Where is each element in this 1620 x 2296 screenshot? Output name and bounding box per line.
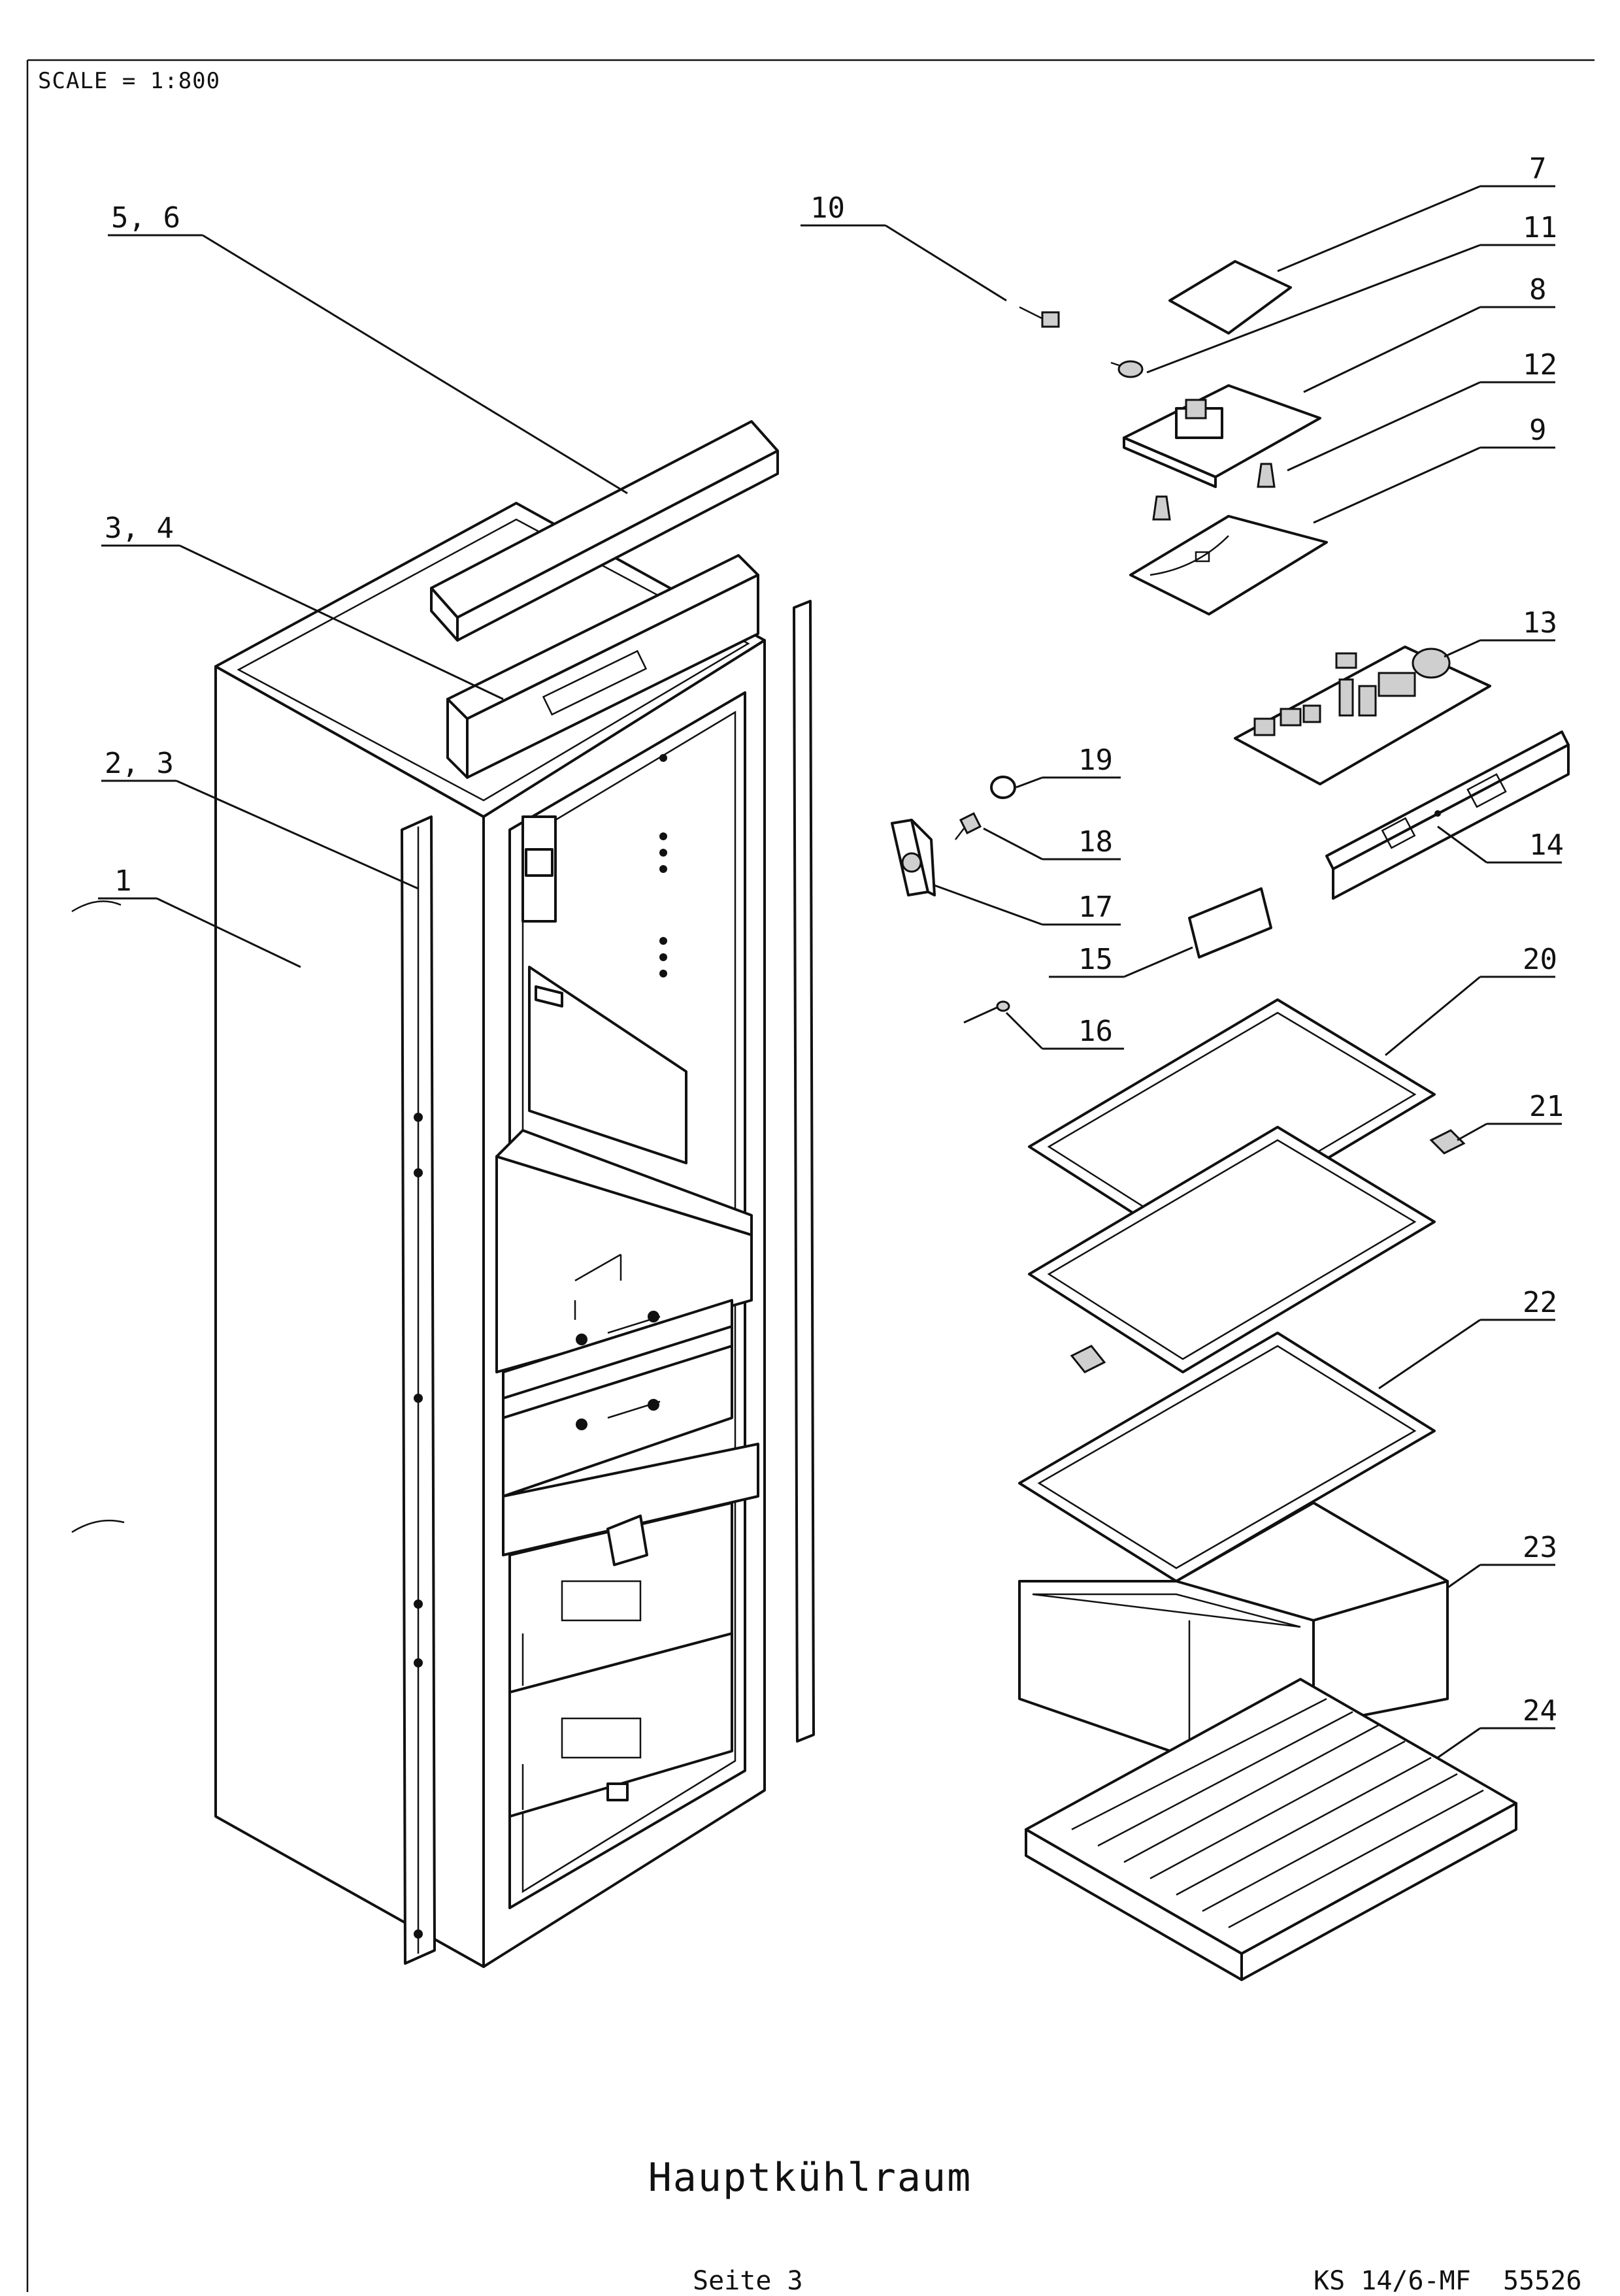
shelf-clip-21 bbox=[1070, 1129, 1466, 1373]
leader-lines bbox=[98, 185, 1562, 1759]
footer-model: KS 14/6-MF bbox=[1314, 2266, 1471, 2296]
callout-22: 22 bbox=[1523, 1286, 1557, 1319]
cabinet-body bbox=[214, 502, 766, 1968]
callout-19: 19 bbox=[1078, 744, 1113, 777]
callout-2-3: 2, 3 bbox=[105, 747, 174, 780]
callout-8: 8 bbox=[1529, 273, 1547, 306]
callout-3-4: 3, 4 bbox=[105, 512, 174, 545]
arc-mark-top bbox=[71, 900, 122, 913]
callout-15: 15 bbox=[1078, 943, 1113, 976]
callout-21: 21 bbox=[1529, 1090, 1564, 1123]
callout-24: 24 bbox=[1523, 1694, 1557, 1728]
top-rail-34 bbox=[446, 554, 759, 779]
callout-labels: 5, 6 3, 4 2, 3 1 10 7 11 8 12 9 13 14 19… bbox=[105, 152, 1564, 1728]
screw-10 bbox=[1019, 306, 1060, 328]
callout-5-6: 5, 6 bbox=[111, 201, 180, 235]
callout-10: 10 bbox=[810, 191, 845, 225]
glass-shelf-20 bbox=[1028, 998, 1436, 1373]
door-hinge-strip-right bbox=[793, 600, 815, 1743]
bulb-11 bbox=[1110, 360, 1144, 378]
callout-9: 9 bbox=[1529, 414, 1547, 447]
crisper-drawers-23 bbox=[1018, 1501, 1449, 1759]
callout-16: 16 bbox=[1078, 1015, 1113, 1048]
lamp-cover-7 bbox=[1168, 260, 1292, 335]
thermostat-bracket-17 bbox=[891, 819, 936, 896]
top-rail-56 bbox=[430, 420, 779, 642]
knob-19 bbox=[990, 776, 1016, 799]
callout-23: 23 bbox=[1523, 1531, 1557, 1564]
control-board-13 bbox=[1234, 646, 1491, 785]
callout-17: 17 bbox=[1078, 891, 1113, 924]
callout-7: 7 bbox=[1529, 152, 1547, 186]
bottom-tray-24 bbox=[1025, 1678, 1517, 1981]
door-hinge-strip-left bbox=[401, 815, 436, 1965]
scale-label: SCALE = 1:800 bbox=[38, 68, 221, 94]
control-panel-strip-14 bbox=[1325, 730, 1570, 900]
footer-page: Seite 3 bbox=[693, 2266, 803, 2296]
callout-20: 20 bbox=[1523, 943, 1557, 976]
arc-mark-bottom bbox=[71, 1519, 125, 1533]
light-cover-15 bbox=[1188, 887, 1272, 959]
callout-18: 18 bbox=[1078, 825, 1113, 859]
callout-1: 1 bbox=[114, 864, 132, 898]
callout-13: 13 bbox=[1523, 606, 1557, 640]
drawing-caption: Hauptkühlraum bbox=[648, 2155, 972, 2201]
footer-code: 55526 bbox=[1503, 2266, 1582, 2296]
callout-14: 14 bbox=[1529, 828, 1564, 862]
screw-16 bbox=[963, 1000, 1010, 1024]
callout-12: 12 bbox=[1523, 348, 1557, 382]
switch-cover-9 bbox=[1129, 515, 1328, 615]
screw-12 bbox=[1152, 463, 1276, 521]
lamp-holder-8 bbox=[1123, 384, 1321, 488]
pin-18 bbox=[955, 812, 982, 840]
callout-11: 11 bbox=[1523, 211, 1557, 244]
glass-shelf-22 bbox=[1018, 1332, 1436, 1583]
